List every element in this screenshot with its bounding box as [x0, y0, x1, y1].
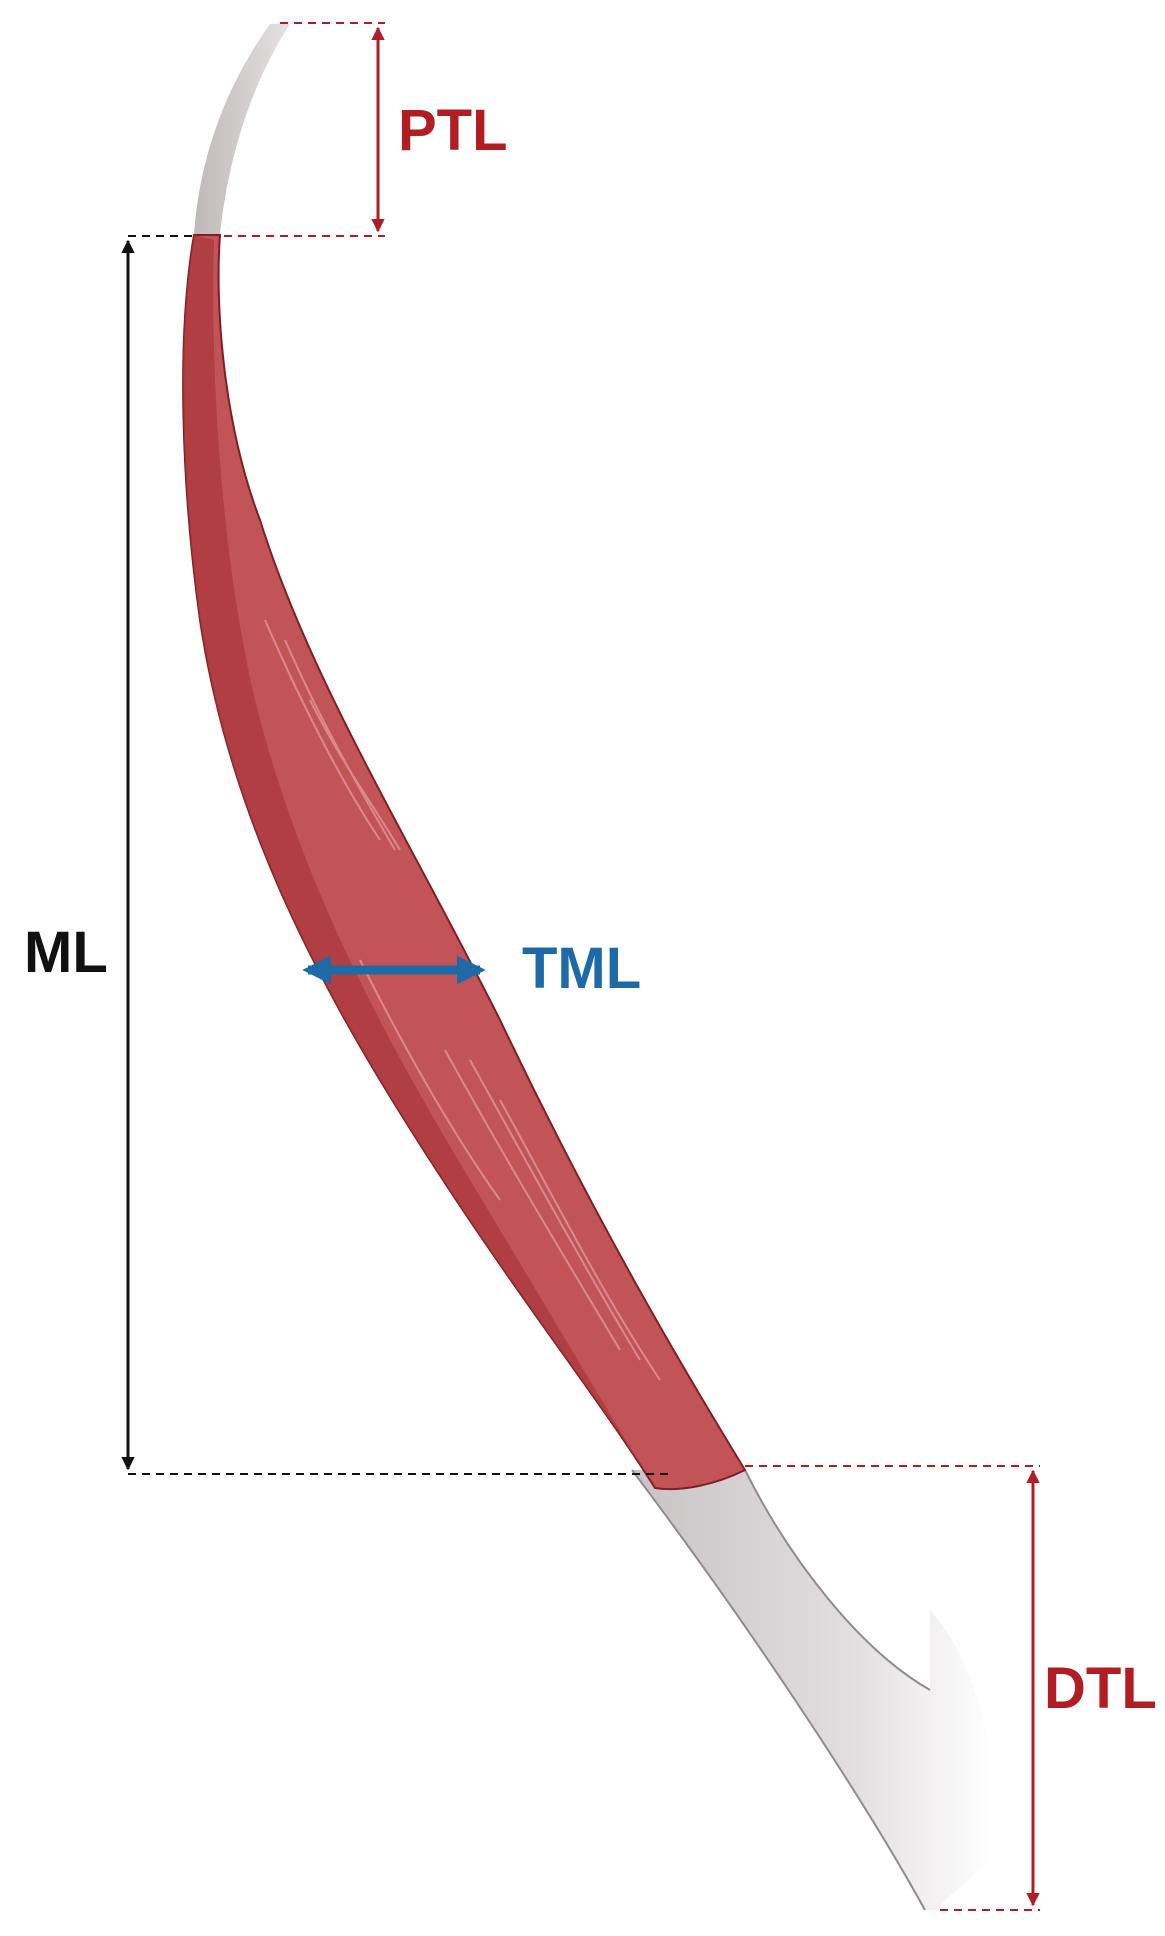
distal-tendon	[632, 1470, 994, 1910]
ml-label: ML	[24, 920, 108, 985]
dtl-label: DTL	[1044, 1656, 1157, 1721]
ptl-dimension	[224, 22, 385, 237]
proximal-tendon	[194, 24, 290, 235]
ml-dimension	[121, 235, 668, 1475]
muscle-belly	[182, 234, 747, 1491]
dtl-dimension	[745, 1465, 1040, 1911]
ptl-label: PTL	[398, 98, 508, 163]
distal-tendon-edge	[631, 1469, 926, 1911]
tml-label: TML	[522, 936, 641, 1001]
distal-tendon-edge	[744, 1469, 931, 1691]
muscle-fibers	[264, 619, 661, 1381]
muscle-shadow	[183, 235, 656, 1488]
